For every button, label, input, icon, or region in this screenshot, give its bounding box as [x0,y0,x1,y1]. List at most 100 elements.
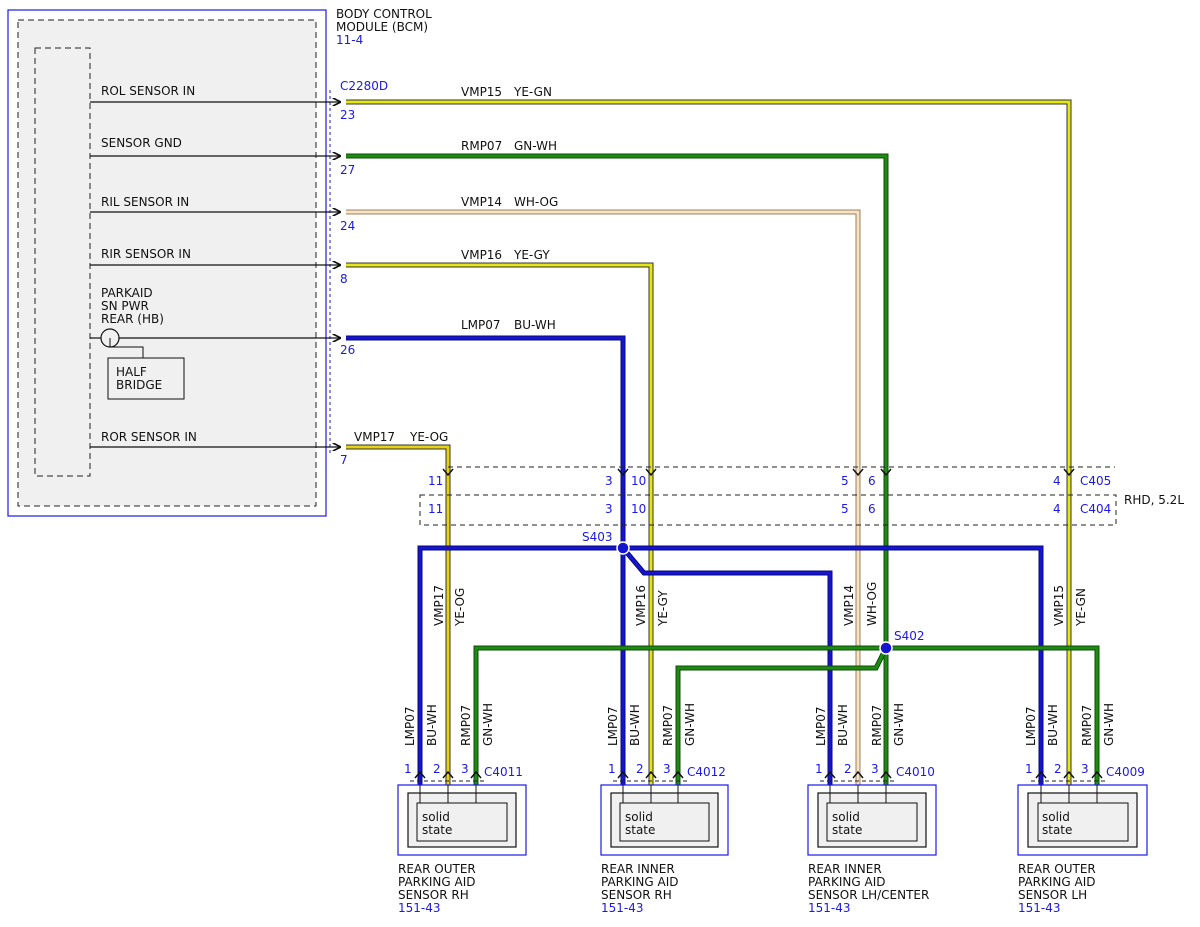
wire-rmp07-branches[interactable] [473,645,1100,790]
rmp07-circuit-label: RMP07 [461,139,502,153]
vmp17-vert-circuit: VMP17 [432,585,446,626]
c4010-pin2: 2 [844,762,852,776]
splice-s402-dot [879,641,893,655]
c4009-w3-color: GN-WH [1102,703,1116,746]
splice-s402-label: S402 [894,629,925,643]
wire-vmp17-ye-og[interactable] [346,444,451,790]
ror-sensor-label: ROR SENSOR IN [101,430,197,444]
sensor-rear-outer-rh: LMP07 BU-WH RMP07 GN-WH 1 2 3 C4011 soli… [397,703,527,915]
vmp17-vert-color: YE-OG [453,588,467,627]
vmp16-vert-circuit: VMP16 [634,585,648,626]
half-bridge-line2: BRIDGE [116,378,162,392]
c4011-title-line1: REAR OUTER [398,862,476,876]
c4011-state-text: state [422,823,452,837]
parkaid-label-line1: PARKAID [101,286,153,300]
c4012-ref-link[interactable]: 151-43 [601,901,644,915]
c4012-w3-circuit: RMP07 [661,705,675,746]
c4012-solid-text: solid [625,810,653,824]
c4011-w3-circuit: RMP07 [459,705,473,746]
pin-27: 27 [340,163,355,177]
c4012-w1-color: BU-WH [628,704,642,746]
pin-24: 24 [340,219,355,233]
c4012-title-line1: REAR INNER [601,862,675,876]
wire-rmp07-gn-wh-main[interactable] [346,153,889,648]
ril-sensor-label: RIL SENSOR IN [101,195,189,209]
c4009-ref-link[interactable]: 151-43 [1018,901,1061,915]
c4011-connector-label: C4011 [484,765,523,779]
c4009-title-line3: SENSOR LH [1018,888,1087,902]
wire-vmp14-wh-og[interactable] [346,209,861,790]
c405-pin-11: 11 [428,474,443,488]
c4011-pin3: 3 [461,762,469,776]
bcm-title-line1: BODY CONTROL [336,7,432,21]
harness-wires: VMP15 YE-GN RMP07 GN-WH VMP14 WH-OG VMP1… [346,85,1100,790]
c4011-w1-color: BU-WH [425,704,439,746]
wire-vmp15-ye-gn[interactable] [346,99,1072,790]
vmp15-vert-color: YE-GN [1074,588,1088,627]
c4009-state-text: state [1042,823,1072,837]
bcm-ref-link[interactable]: 11-4 [336,33,363,47]
c4011-w1-circuit: LMP07 [403,706,417,746]
rmp07-color-label: GN-WH [514,139,557,153]
sensor-rear-inner-lh-center: LMP07 BU-WH RMP07 GN-WH 1 2 3 C4010 soli… [807,703,937,915]
c405-pin-10: 10 [631,474,646,488]
sensor-gnd-label: SENSOR GND [101,136,182,150]
c4011-solid-text: solid [422,810,450,824]
parkaid-label-line3: REAR (HB) [101,312,164,326]
c404-pin-6: 6 [868,502,876,516]
c4012-pin2: 2 [636,762,644,776]
c4012-w1-circuit: LMP07 [606,706,620,746]
c404-label: C404 [1080,502,1111,516]
c4010-pin3: 3 [871,762,879,776]
rir-sensor-label: RIR SENSOR IN [101,247,191,261]
vmp17-color-label: YE-OG [409,430,448,444]
vmp14-circuit-label: VMP14 [461,195,502,209]
c4009-title-line2: PARKING AID [1018,875,1096,889]
half-bridge-link [109,338,144,358]
c4010-pin1: 1 [815,762,823,776]
c4011-pin2: 2 [433,762,441,776]
c4010-title-line1: REAR INNER [808,862,882,876]
c4009-solid-state-box [1037,802,1129,842]
c4012-w3-color: GN-WH [683,703,697,746]
c4009-solid-text: solid [1042,810,1070,824]
c4011-w3-color: GN-WH [481,703,495,746]
half-bridge-line1: HALF [116,365,147,379]
c405-pin-5: 5 [841,474,849,488]
c4012-title-line2: PARKING AID [601,875,679,889]
pin-23: 23 [340,108,355,122]
c404-pin-10: 10 [631,502,646,516]
vmp17-circuit-label: VMP17 [354,430,395,444]
wire-vmp16-ye-gy[interactable] [346,262,654,790]
vmp16-color-label: YE-GY [513,248,550,262]
c4009-connector-label: C4009 [1106,765,1145,779]
c404-box [419,494,1117,526]
c404-pin-5: 5 [841,502,849,516]
c4012-state-text: state [625,823,655,837]
vmp15-vert-circuit: VMP15 [1052,585,1066,626]
c4010-w1-circuit: LMP07 [814,706,828,746]
c4009-pin3: 3 [1081,762,1089,776]
bcm-module: BODY CONTROL MODULE (BCM) 11-4 C2280D RO… [7,7,432,517]
c4010-ref-link[interactable]: 151-43 [808,901,851,915]
c4009-title-line1: REAR OUTER [1018,862,1096,876]
vmp15-circuit-label: VMP15 [461,85,502,99]
c4011-solid-state-box [416,802,508,842]
c4011-ref-link[interactable]: 151-43 [398,901,441,915]
vmp15-color-label: YE-GN [513,85,552,99]
c4009-w1-color: BU-WH [1046,704,1060,746]
pin-7: 7 [340,453,348,467]
c4012-connector-label: C4012 [687,765,726,779]
rol-sensor-label: ROL SENSOR IN [101,84,195,98]
pin-8: 8 [340,272,348,286]
c2280d-connector-label: C2280D [340,79,388,93]
c4010-solid-state-box [826,802,918,842]
wire-lmp07-bu-wh-main[interactable] [346,335,626,548]
vmp14-vert-color: WH-OG [865,582,879,626]
wire-lmp07-branches[interactable] [417,545,1044,790]
vmp14-vert-circuit: VMP14 [842,585,856,626]
lmp07-color-label: BU-WH [514,318,556,332]
splice-s403-label: S403 [582,530,613,544]
bcm-title-line2: MODULE (BCM) [336,20,428,34]
